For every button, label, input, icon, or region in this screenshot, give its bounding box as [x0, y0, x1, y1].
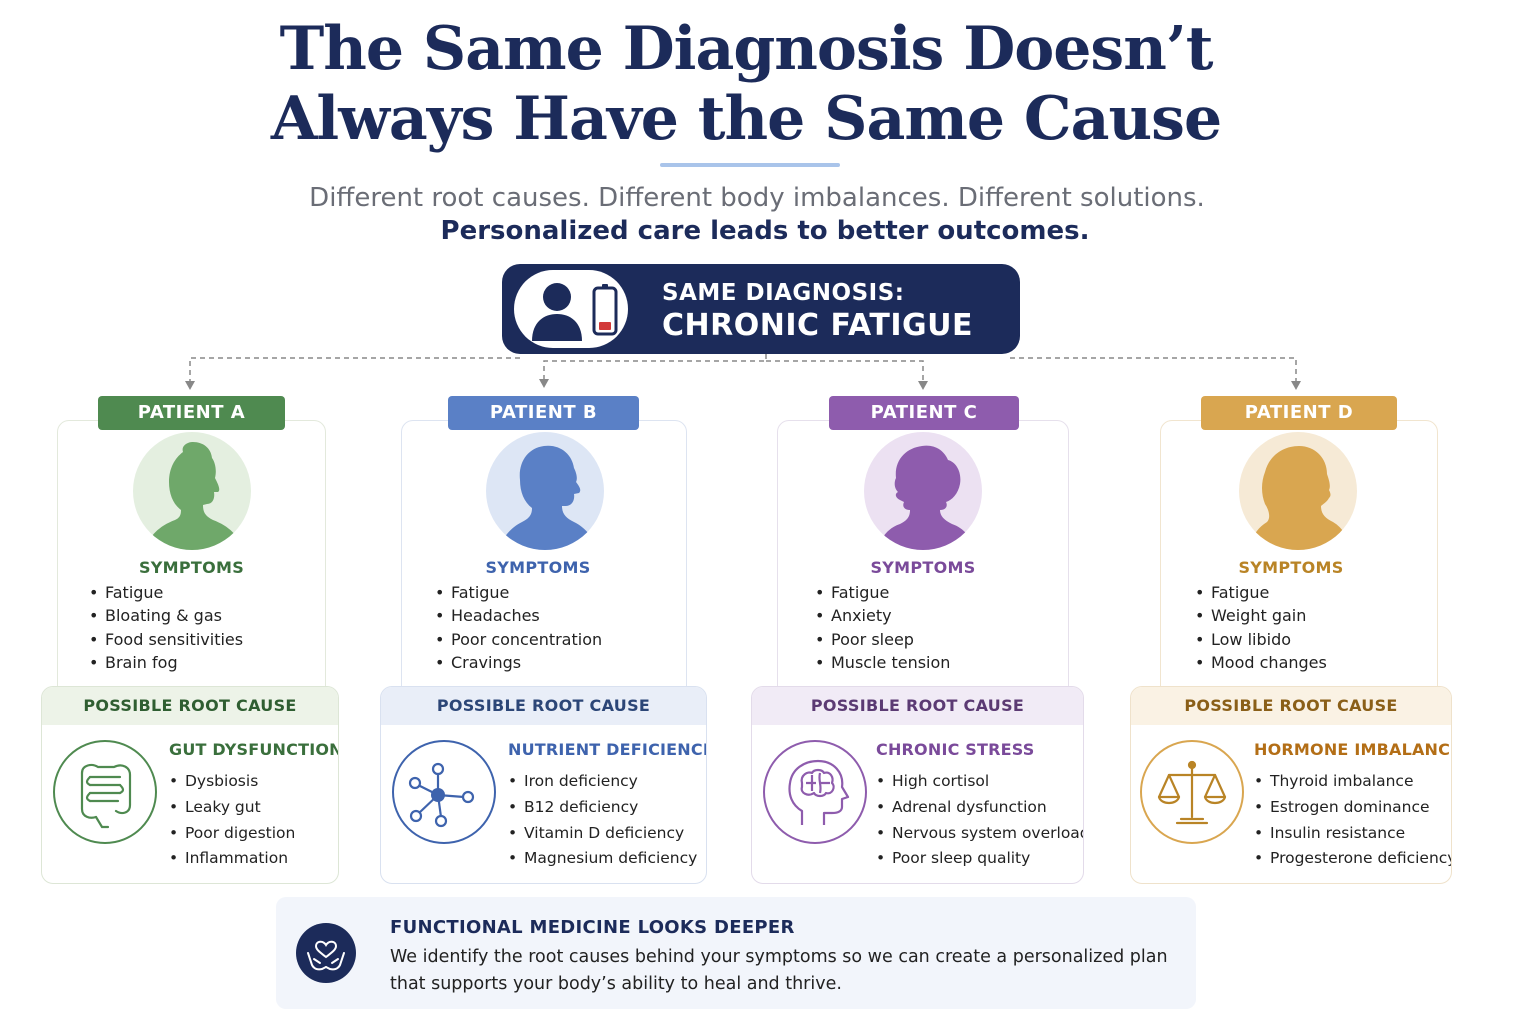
- root-cause-item: B12 deficiency: [508, 795, 697, 821]
- patient-a-avatar: [133, 432, 251, 550]
- patient-d-root-cause-card: POSSIBLE ROOT CAUSE HORMONE IMBALANCE Th…: [1130, 686, 1452, 884]
- patient-b-symptoms-title: SYMPTOMS: [485, 558, 591, 577]
- root-cause-header: POSSIBLE ROOT CAUSE: [752, 687, 1083, 725]
- patient-b-root-cause-card: POSSIBLE ROOT CAUSE NUTRIENT DEFICIENCIE…: [380, 686, 707, 884]
- root-cause-item: Poor sleep quality: [876, 846, 1083, 872]
- root-cause-item: Iron deficiency: [508, 769, 697, 795]
- root-cause-item: Nervous system overload: [876, 821, 1083, 847]
- root-cause-item: Vitamin D deficiency: [508, 821, 697, 847]
- root-cause-item: Poor digestion: [169, 821, 295, 847]
- patient-d-avatar: [1239, 432, 1357, 550]
- patient-c-label: PATIENT C: [829, 396, 1019, 430]
- symptom-item: Bloating & gas: [89, 604, 243, 628]
- symptom-item: Fatigue: [89, 581, 243, 605]
- functional-medicine-callout: FUNCTIONAL MEDICINE LOOKS DEEPER We iden…: [276, 897, 1196, 1009]
- patient-b-avatar: [486, 432, 604, 550]
- intestine-icon: [52, 739, 158, 845]
- root-cause-list: Iron deficiency B12 deficiency Vitamin D…: [508, 769, 697, 872]
- root-cause-header: POSSIBLE ROOT CAUSE: [42, 687, 338, 725]
- low-battery-icon: [592, 284, 618, 336]
- patient-b-symptom-list: Fatigue Headaches Poor concentration Cra…: [435, 581, 602, 674]
- patient-d-label: PATIENT D: [1201, 396, 1397, 430]
- root-cause-item: Insulin resistance: [1254, 821, 1451, 847]
- patient-c-root-cause-card: POSSIBLE ROOT CAUSE CHRONIC STRESS High …: [751, 686, 1084, 884]
- root-cause-item: Inflammation: [169, 846, 295, 872]
- patient-d-symptom-list: Fatigue Weight gain Low libido Mood chan…: [1195, 581, 1327, 674]
- symptom-item: Low libido: [1195, 628, 1327, 652]
- symptom-item: Muscle tension: [815, 651, 950, 675]
- patient-c-symptoms-title: SYMPTOMS: [870, 558, 976, 577]
- root-cause-title: GUT DYSFUNCTION: [169, 740, 339, 759]
- root-cause-item: Adrenal dysfunction: [876, 795, 1083, 821]
- molecule-icon: [391, 739, 497, 845]
- diagnosis-icon-badge: [514, 270, 628, 348]
- root-cause-item: Leaky gut: [169, 795, 295, 821]
- diagnosis-value: CHRONIC FATIGUE: [662, 308, 974, 343]
- footer-text: We identify the root causes behind your …: [390, 947, 1168, 994]
- symptom-item: Fatigue: [815, 581, 950, 605]
- title-underline: [660, 163, 840, 167]
- root-cause-list: Dysbiosis Leaky gut Poor digestion Infla…: [169, 769, 295, 872]
- balance-scale-icon: [1139, 739, 1245, 845]
- root-cause-header: POSSIBLE ROOT CAUSE: [381, 687, 706, 725]
- footer-title: FUNCTIONAL MEDICINE LOOKS DEEPER: [390, 917, 795, 938]
- caring-hands-heart-icon: [296, 923, 356, 983]
- person-icon: [532, 283, 582, 341]
- root-cause-list: High cortisol Adrenal dysfunction Nervou…: [876, 769, 1083, 872]
- symptom-item: Weight gain: [1195, 604, 1327, 628]
- root-cause-item: Dysbiosis: [169, 769, 295, 795]
- root-cause-title: CHRONIC STRESS: [876, 740, 1035, 759]
- root-cause-item: High cortisol: [876, 769, 1083, 795]
- diagnosis-label: SAME DIAGNOSIS:: [662, 280, 905, 306]
- symptom-item: Fatigue: [1195, 581, 1327, 605]
- root-cause-item: Thyroid imbalance: [1254, 769, 1451, 795]
- patient-c-avatar: [864, 432, 982, 550]
- root-cause-item: Estrogen dominance: [1254, 795, 1451, 821]
- symptom-item: Mood changes: [1195, 651, 1327, 675]
- symptom-item: Poor concentration: [435, 628, 602, 652]
- symptom-item: Brain fog: [89, 651, 243, 675]
- patient-a-symptom-list: Fatigue Bloating & gas Food sensitivitie…: [89, 581, 243, 674]
- symptom-item: Anxiety: [815, 604, 950, 628]
- patient-c-symptom-list: Fatigue Anxiety Poor sleep Muscle tensio…: [815, 581, 950, 674]
- root-cause-item: Magnesium deficiency: [508, 846, 697, 872]
- root-cause-title: HORMONE IMBALANCE: [1254, 740, 1452, 759]
- symptom-item: Cravings: [435, 651, 602, 675]
- root-cause-item: Progesterone deficiency: [1254, 846, 1451, 872]
- subtitle: Different root causes. Different body im…: [309, 183, 1205, 213]
- patient-b-label: PATIENT B: [448, 396, 639, 430]
- diagnosis-banner: SAME DIAGNOSIS: CHRONIC FATIGUE: [502, 264, 1020, 354]
- symptom-item: Poor sleep: [815, 628, 950, 652]
- page-title: The Same Diagnosis Doesn’t Always Have t…: [0, 14, 1492, 154]
- symptom-item: Fatigue: [435, 581, 602, 605]
- patient-d-symptoms-title: SYMPTOMS: [1238, 558, 1344, 577]
- patient-a-symptoms-title: SYMPTOMS: [138, 558, 245, 577]
- root-cause-title: NUTRIENT DEFICIENCIEE: [508, 740, 706, 759]
- symptom-item: Food sensitivities: [89, 628, 243, 652]
- symptom-item: Headaches: [435, 604, 602, 628]
- root-cause-list: Thyroid imbalance Estrogen dominance Ins…: [1254, 769, 1451, 872]
- head-brain-icon: [762, 739, 868, 845]
- title-line-1: The Same Diagnosis Doesn’t: [279, 14, 1214, 84]
- root-cause-header: POSSIBLE ROOT CAUSE: [1131, 687, 1451, 725]
- patient-a-root-cause-card: POSSIBLE ROOT CAUSE GUT DYSFUNCTION Dysb…: [41, 686, 339, 884]
- title-line-2: Always Have the Same Cause: [270, 84, 1222, 154]
- patient-a-label: PATIENT A: [98, 396, 285, 430]
- tagline: Personalized care leads to better outcom…: [440, 216, 1090, 246]
